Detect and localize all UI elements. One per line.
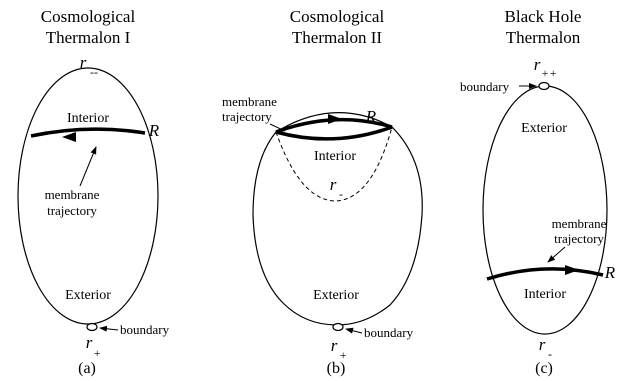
- panel-a-spacetime-outline: [17, 67, 159, 325]
- panel-c-membrane-trajectory: [486, 267, 604, 281]
- panel-c-bottom-point-symbol: r: [539, 335, 546, 354]
- panel-b-membrane-direction-arrow: [328, 114, 342, 124]
- panel-b-membrane-label: R: [365, 107, 377, 126]
- panel-b-inner-horizon: [275, 126, 393, 202]
- panel-a-annotation-boundary: boundary: [120, 322, 170, 337]
- panel-c-membrane-label: R: [604, 263, 616, 282]
- panel-a-title-line1: Cosmological: [41, 7, 136, 26]
- panel-a-annotation-membrane-line2: trajectory: [47, 203, 97, 218]
- panel-a-boundary-arrow: [99, 325, 119, 332]
- panel-c-title-line1: Black Hole: [505, 7, 582, 26]
- panel-c-region-exterior: Exterior: [521, 121, 567, 136]
- panel-a-title-line2: Thermalon I: [46, 28, 131, 47]
- panel-b-inner-point-subscript: -: [339, 187, 343, 201]
- panel-c-membrane-direction-arrow: [565, 265, 579, 275]
- panel-b-bottom-point-symbol: r: [331, 336, 338, 355]
- panel-b-title-line1: Cosmological: [290, 7, 385, 26]
- panel-c-annotation-membrane-line2: trajectory: [554, 231, 604, 246]
- panel-a: Cosmological Thermalon I r -- Interior R…: [17, 7, 170, 377]
- panel-c-boundary-marker: [538, 81, 550, 91]
- panel-b-boundary-arrow: [345, 327, 363, 334]
- panel-c-annotation-boundary: boundary: [460, 79, 510, 94]
- panel-a-top-point-subscript: --: [90, 65, 98, 79]
- panel-c-top-point-symbol: r: [534, 55, 541, 74]
- panel-b-bottom-point-subscript: +: [339, 348, 347, 362]
- panel-c: Black Hole Thermalon r ++ boundary Exter…: [460, 7, 616, 377]
- panel-b-region-interior: Interior: [314, 149, 356, 164]
- panel-b-label: (b): [327, 360, 346, 377]
- panel-a-membrane-direction-arrow: [62, 132, 76, 142]
- panel-a-membrane-trajectory: [30, 127, 146, 138]
- panel-c-label: (c): [535, 360, 553, 377]
- panel-a-region-exterior: Exterior: [65, 288, 111, 303]
- panel-a-region-interior: Interior: [67, 111, 109, 126]
- panel-a-annotation-membrane-line1: membrane: [45, 187, 100, 202]
- panel-b-annotation-membrane-line1: membrane: [222, 94, 277, 109]
- panel-a-top-point-symbol: r: [80, 53, 87, 72]
- panel-c-title-line2: Thermalon: [506, 28, 581, 47]
- panel-a-label: (a): [78, 360, 96, 377]
- panel-a-boundary-marker: [86, 322, 98, 332]
- panel-c-region-interior: Interior: [524, 287, 566, 302]
- panel-a-annotation-arrow: [79, 146, 97, 187]
- panel-b-annotation-membrane-line2: trajectory: [222, 109, 272, 124]
- panel-c-top-point-subscript: ++: [541, 66, 557, 80]
- panel-c-annotation-arrow: [547, 246, 566, 263]
- panel-b-inner-point-symbol: r: [330, 175, 337, 194]
- panel-b-boundary-marker: [332, 322, 344, 332]
- panel-a-bottom-point-symbol: r: [86, 333, 93, 352]
- panel-c-bottom-point-subscript: -: [548, 347, 552, 361]
- panel-b-annotation-boundary: boundary: [364, 325, 414, 340]
- panel-b: Cosmological Thermalon II membrane traje…: [222, 7, 423, 377]
- panel-b-title-line2: Thermalon II: [292, 28, 382, 47]
- panel-b-region-exterior: Exterior: [313, 288, 359, 303]
- panel-b-membrane-trajectory-lower: [275, 125, 393, 141]
- panel-a-bottom-point-subscript: +: [93, 346, 101, 360]
- panel-a-membrane-label: R: [148, 121, 160, 140]
- panel-c-annotation-membrane-line1: membrane: [552, 216, 607, 231]
